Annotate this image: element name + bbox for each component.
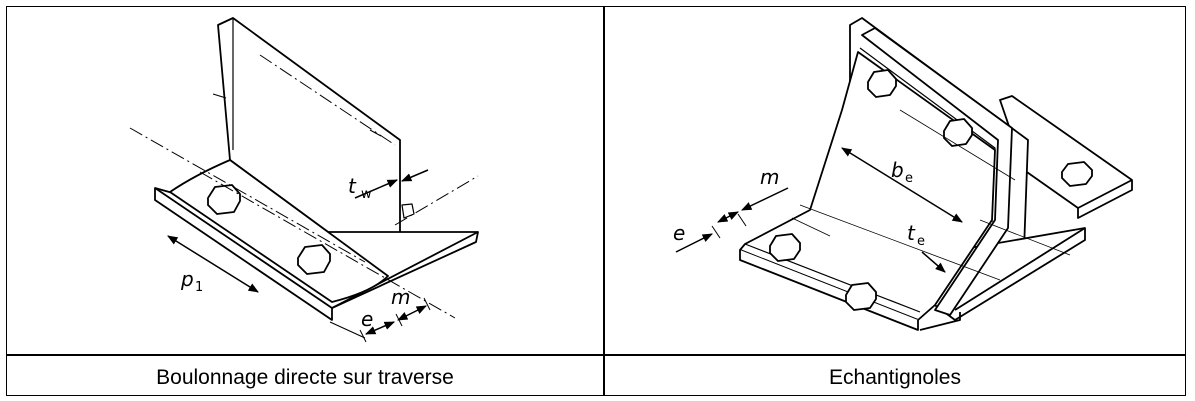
right-figure — [675, 17, 1133, 331]
bolt-head — [1061, 161, 1093, 187]
label-tw-sub: w — [361, 187, 372, 202]
front-cleat-vertical — [861, 27, 1013, 316]
bolt-head — [943, 118, 973, 147]
right-dimension-labels: b e t e m e — [673, 158, 925, 249]
label-m: m — [391, 285, 410, 309]
bolt-head — [207, 184, 241, 215]
left-dimension-labels: t w p 1 m e — [180, 174, 410, 331]
table-frame — [6, 6, 1186, 396]
bolt-head — [845, 282, 877, 311]
left-figure — [129, 17, 479, 343]
rear-cleat-plate — [999, 95, 1133, 219]
label-te-sub: e — [917, 234, 925, 249]
label-p1: p — [180, 267, 194, 291]
label-be-sub: e — [905, 171, 913, 186]
label-e-right: e — [673, 221, 685, 245]
caption-right: Echantignoles — [829, 366, 961, 389]
bolt-head — [769, 233, 801, 262]
label-m-right: m — [760, 165, 779, 189]
label-te: t — [907, 221, 916, 245]
row-divider — [6, 354, 1186, 356]
bolt-head — [867, 69, 897, 98]
column-divider — [603, 6, 605, 396]
label-be: b — [891, 158, 904, 182]
label-p1-sub: 1 — [195, 280, 203, 295]
label-e: e — [361, 307, 373, 331]
caption-left: Boulonnage directe sur traverse — [156, 366, 454, 389]
bolt-head — [297, 244, 331, 275]
label-tw: t — [348, 174, 357, 198]
